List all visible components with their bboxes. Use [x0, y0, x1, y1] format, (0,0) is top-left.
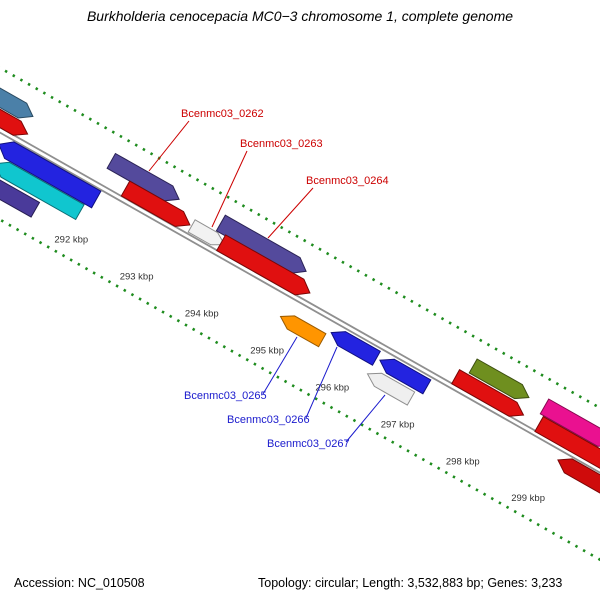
gene-bcenmc03-0262	[106, 152, 180, 202]
gene-label-bcenmc03_0265: Bcenmc03_0265	[184, 390, 267, 402]
gene-bcenmc03-0267	[366, 372, 416, 406]
genome-backbone-line-2	[0, 131, 600, 474]
leader-line-bcenmc03_0263	[211, 150, 248, 228]
gene-label-bcenmc03_0262: Bcenmc03_0262	[181, 108, 264, 120]
gene-cyan-left	[0, 161, 85, 221]
gene-purple-left	[0, 179, 41, 218]
gene-red-mid1	[120, 180, 191, 227]
accession-text: Accession: NC_010508	[14, 576, 145, 590]
gene-bcenmc03-0265	[279, 315, 327, 348]
leader-line-bcenmc03_0265	[262, 336, 298, 395]
ruler-label-298-kbp: 298 kbp	[446, 456, 480, 467]
plot-title: Burkholderia cenocepacia MC0−3 chromosom…	[86, 8, 514, 24]
gene-bcenmc03-0266	[330, 331, 381, 366]
ruler-label-292-kbp: 292 kbp	[54, 234, 88, 245]
gene-label-bcenmc03_0264: Bcenmc03_0264	[306, 175, 389, 187]
gene-magenta-right	[539, 398, 600, 447]
gene-bcenmc03-0264	[215, 214, 307, 274]
gene-red-mid2	[216, 234, 311, 296]
topology-stats-text: Topology: circular; Length: 3,532,883 bp…	[258, 576, 563, 590]
gene-blue-left	[0, 141, 102, 209]
gene-red-topleft	[0, 108, 29, 136]
gene-label-bcenmc03_0263: Bcenmc03_0263	[240, 138, 323, 150]
ruler-label-299-kbp: 299 kbp	[511, 493, 545, 504]
ruler-label-296-kbp: 296 kbp	[315, 382, 349, 393]
gene-olive-right	[468, 358, 530, 400]
ruler-label-297-kbp: 297 kbp	[381, 419, 415, 430]
gene-blue-mid	[379, 358, 432, 395]
ruler-dots-lower	[0, 218, 600, 562]
leader-line-bcenmc03_0264	[267, 187, 314, 239]
gene-red-bottomright	[557, 458, 600, 494]
gene-label-bcenmc03_0266: Bcenmc03_0266	[227, 414, 310, 426]
gene-steelblue-topleft	[0, 87, 34, 119]
gene-red-right1	[451, 369, 525, 417]
ruler-label-295-kbp: 295 kbp	[250, 345, 284, 356]
gene-bcenmc03-0263	[187, 219, 226, 246]
ruler-label-293-kbp: 293 kbp	[120, 271, 154, 282]
genome-backbone-line-1	[0, 126, 600, 469]
ruler-label-294-kbp: 294 kbp	[185, 308, 219, 319]
leader-line-bcenmc03_0267	[345, 394, 386, 443]
leader-line-bcenmc03_0266	[305, 346, 338, 419]
leader-line-bcenmc03_0262	[148, 120, 190, 172]
gene-label-bcenmc03_0267: Bcenmc03_0267	[267, 438, 350, 450]
